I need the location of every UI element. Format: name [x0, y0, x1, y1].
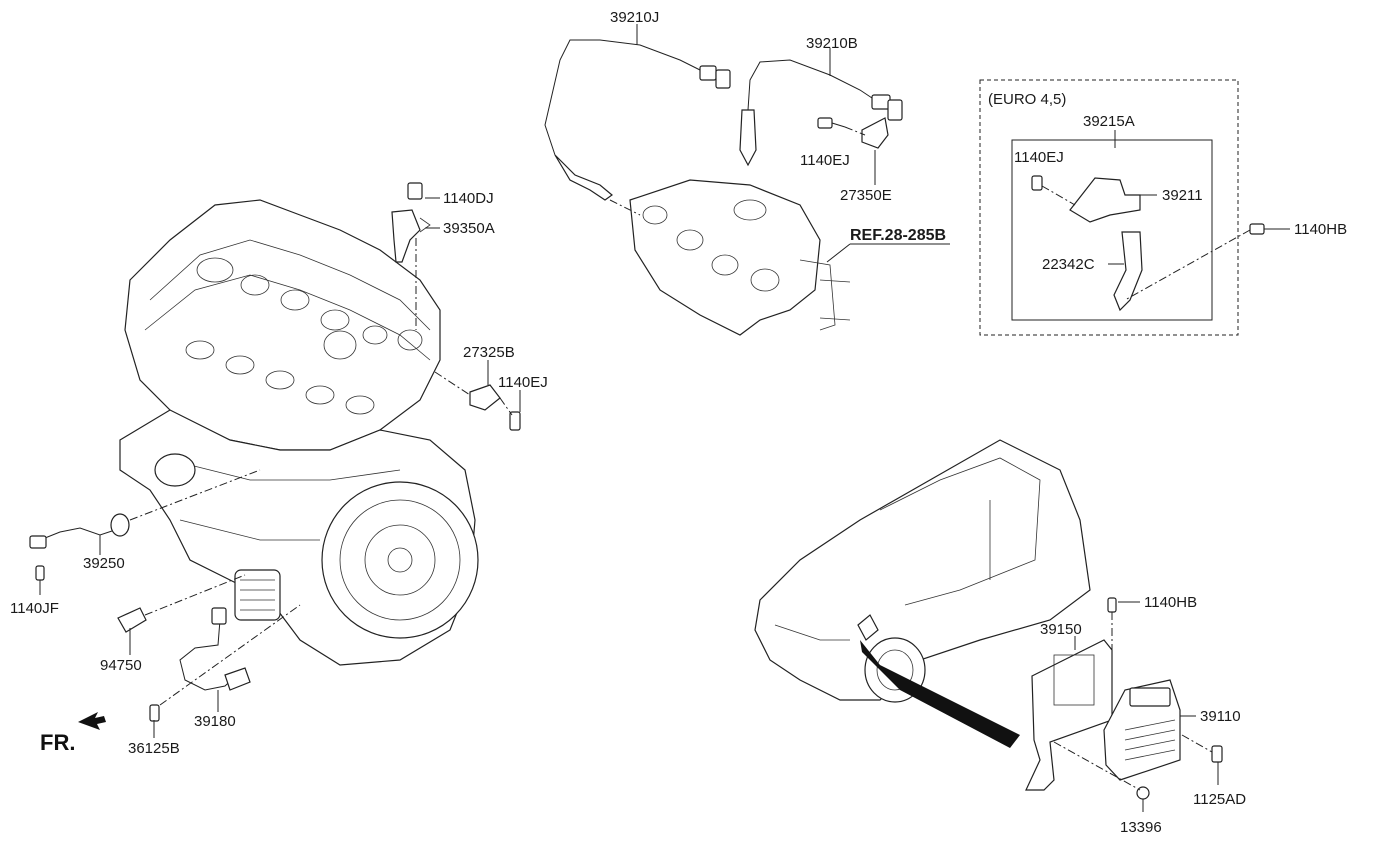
- label-1140hb-ecu: 1140HB: [1144, 594, 1197, 611]
- sensor-27325b: [469, 384, 521, 431]
- label-94750: 94750: [100, 657, 142, 674]
- label-22342c: 22342C: [1042, 256, 1095, 273]
- label-39215a: 39215A: [1083, 113, 1135, 130]
- label-36125b: 36125B: [128, 740, 180, 757]
- cam-position-sensor: [391, 182, 431, 263]
- part-labels: 39210J 39210B 1140EJ 27350E REF.28-285B …: [10, 9, 1347, 836]
- label-39211: 39211: [1162, 187, 1203, 204]
- crank-sensor-39250: [29, 513, 130, 549]
- label-euro-45: (EURO 4,5): [988, 91, 1066, 108]
- label-1140hb-box: 1140HB: [1294, 221, 1347, 238]
- ecu-assembly: [1025, 597, 1223, 800]
- label-39210j: 39210J: [610, 9, 659, 26]
- label-1140ej-mid: 1140EJ: [498, 374, 548, 391]
- label-39150: 39150: [1040, 621, 1082, 638]
- label-13396: 13396: [1120, 819, 1162, 836]
- engine-assembly: [119, 199, 479, 666]
- bolt-36125b: [149, 704, 160, 722]
- label-fr: FR.: [40, 730, 75, 755]
- front-direction-indicator: [78, 712, 106, 730]
- label-39250: 39250: [83, 555, 125, 572]
- label-39180: 39180: [194, 713, 236, 730]
- label-1140jf: 1140JF: [10, 600, 59, 617]
- label-1140ej-box: 1140EJ: [1014, 149, 1064, 166]
- label-27350e: 27350E: [840, 187, 892, 204]
- exhaust-manifold: [629, 179, 851, 336]
- oxygen-sensor-39210b: [739, 59, 903, 167]
- label-27325b: 27325B: [463, 344, 515, 361]
- label-ref-28-285b: REF.28-285B: [850, 227, 946, 244]
- label-1140dj: 1140DJ: [443, 190, 494, 207]
- label-1140ej-top: 1140EJ: [800, 152, 850, 169]
- bolt-1140jf: [35, 565, 45, 581]
- label-39210b: 39210B: [806, 35, 858, 52]
- label-39350a: 39350A: [443, 220, 495, 237]
- bracket-27350e: [861, 117, 889, 149]
- leader-lines: [39, 24, 1290, 812]
- sensor-94750: [117, 607, 147, 633]
- sensor-39180: [179, 607, 251, 691]
- oxygen-sensor-39210j: [544, 39, 731, 201]
- label-39110: 39110: [1200, 708, 1241, 725]
- bolt-1140ej-top: [817, 117, 846, 129]
- car-silhouette: [754, 439, 1091, 748]
- label-1125ad: 1125AD: [1193, 791, 1246, 808]
